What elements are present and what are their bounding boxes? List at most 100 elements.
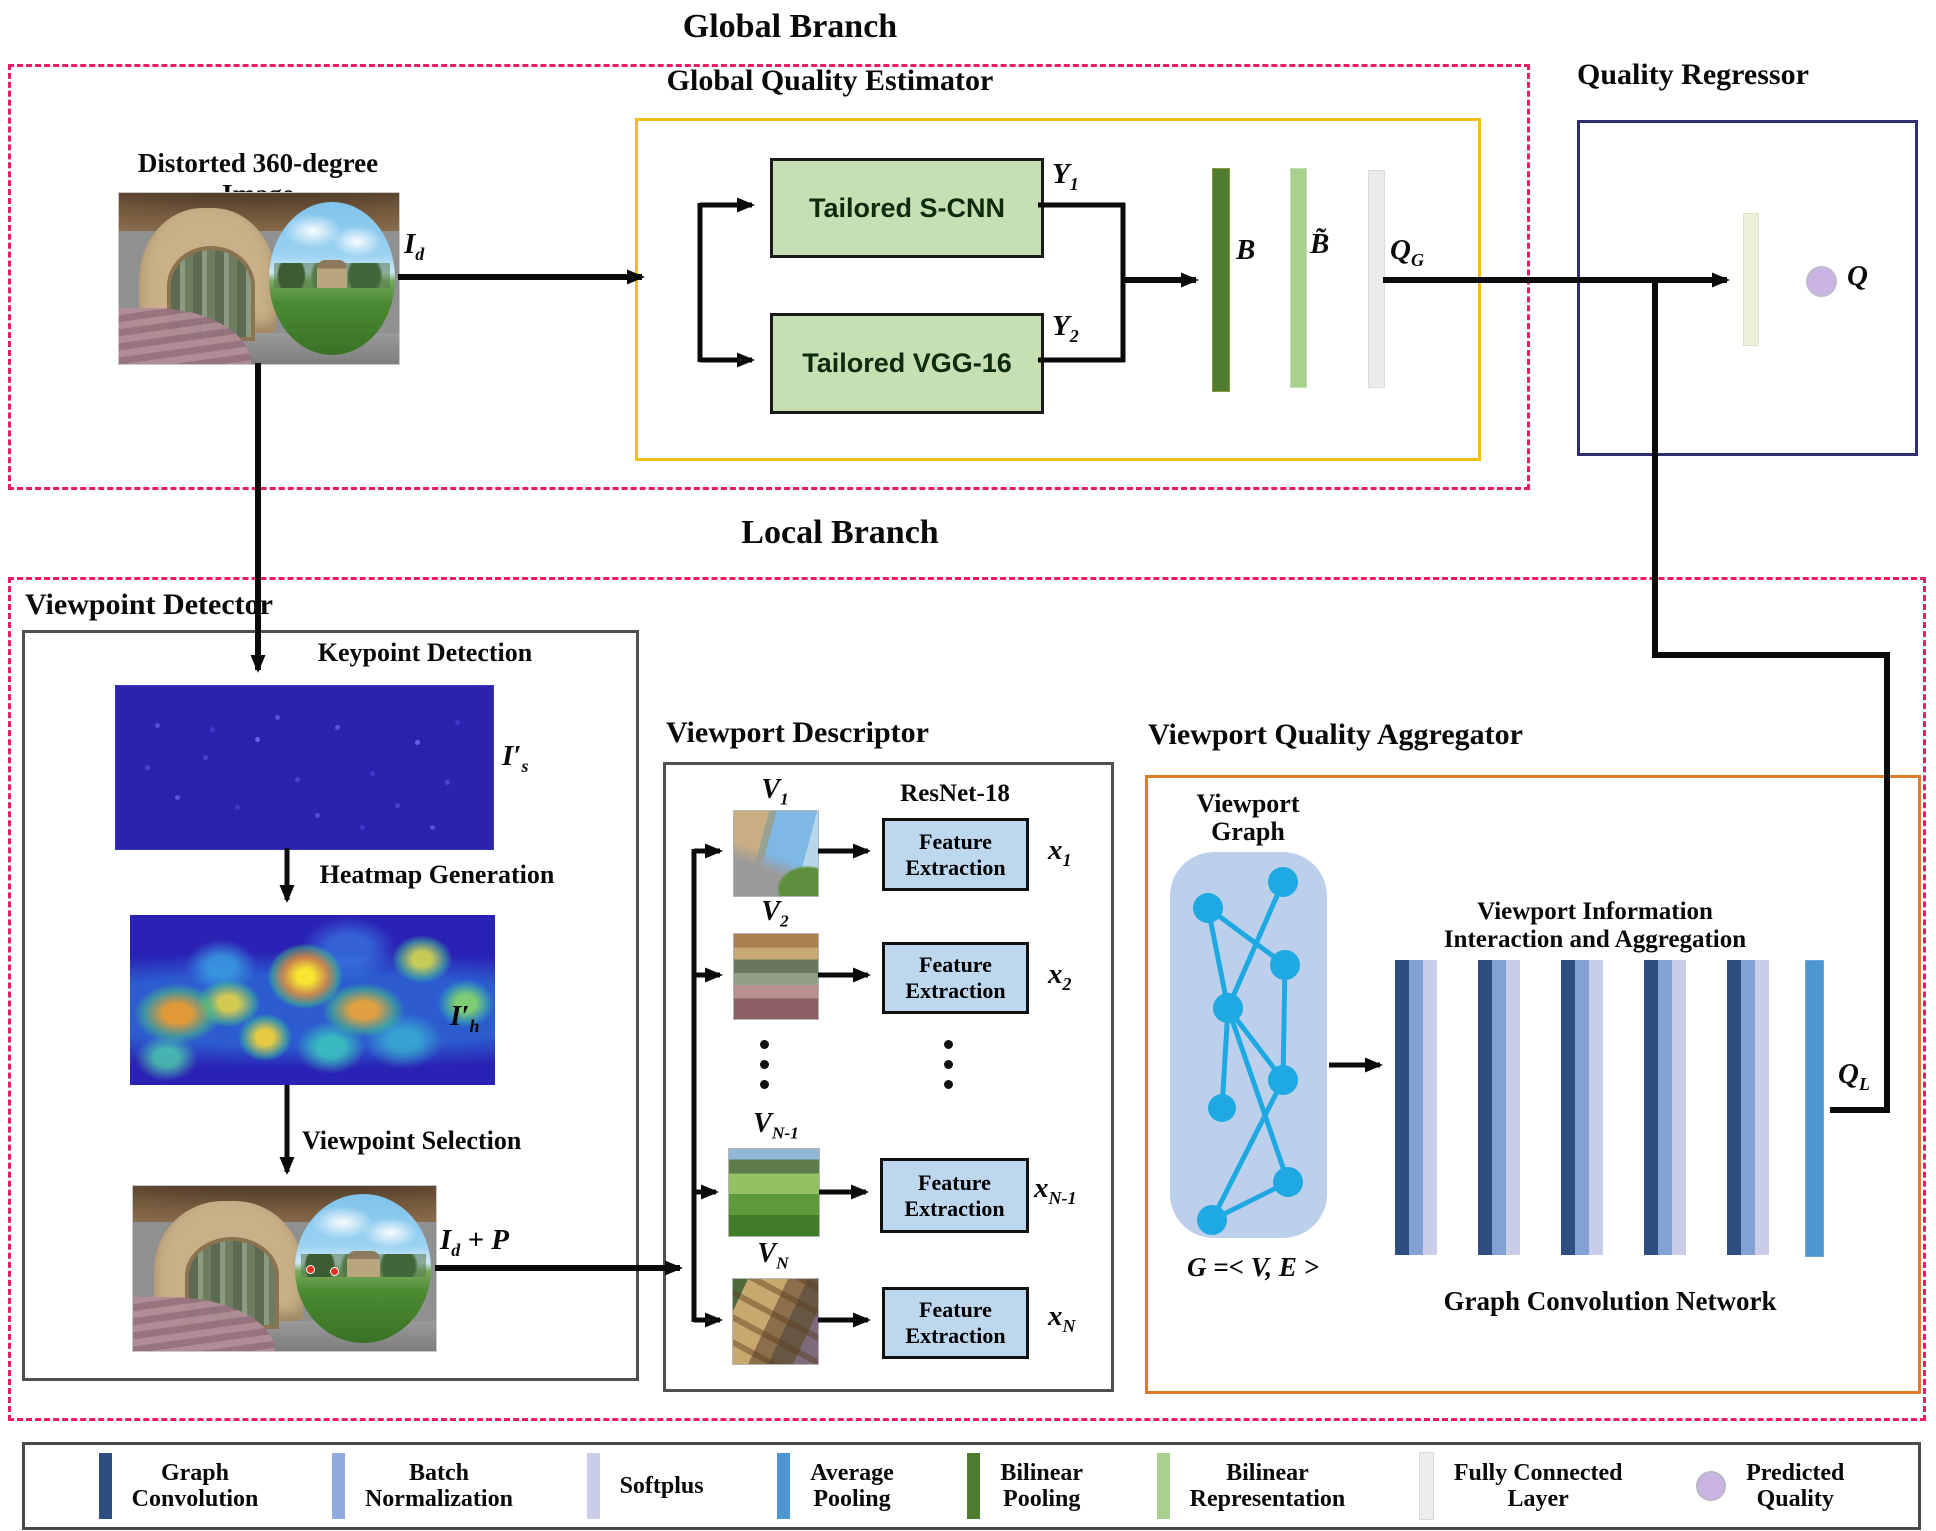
viewport-graph-panel — [1170, 852, 1327, 1238]
graph-edge — [1280, 964, 1288, 1081]
heatmap-generation-label: Heatmap Generation — [319, 860, 555, 889]
cloud — [331, 226, 383, 257]
gcn-label: Graph Convolution Network — [1443, 1286, 1777, 1316]
line-ql-to-regressor — [1652, 280, 1890, 1113]
legend-item-graph-convolution: Graph Convolution — [98, 1453, 259, 1519]
legend-item-batch-normalization: Batch Normalization — [331, 1453, 513, 1519]
idp-label: Id + P — [440, 1224, 510, 1260]
graph-convolution-swatch — [98, 1453, 112, 1519]
gcn-layer-bars-5 — [1727, 960, 1769, 1255]
viewport-graph-label: Viewport Graph — [1196, 789, 1300, 846]
graph-edge — [1225, 1007, 1291, 1183]
viewpoint-detector-box — [22, 630, 639, 1381]
graph-edge — [1226, 1006, 1285, 1082]
graph-node — [1273, 1167, 1303, 1197]
feature-extraction-box-1: Feature Extraction — [882, 818, 1029, 891]
x1-label: x1 — [1048, 834, 1072, 870]
legend: Graph Convolution Batch Normalization So… — [22, 1442, 1921, 1530]
x2-label: x2 — [1048, 958, 1072, 994]
graph-node — [1270, 950, 1300, 980]
y2-label: Y2 — [1052, 310, 1079, 346]
fully-connected-bar-regressor — [1743, 213, 1759, 346]
graph-edge — [1206, 905, 1287, 968]
feature-extraction-label: Feature Extraction — [905, 1297, 1006, 1348]
v2-label: V2 — [761, 896, 789, 931]
quality-regressor-title: Quality Regressor — [1577, 58, 1809, 91]
feature-extraction-label: Feature Extraction — [905, 828, 1006, 880]
legend-label: Average Pooling — [810, 1460, 894, 1512]
selected-viewpoints-image — [132, 1185, 437, 1352]
legend-label: Bilinear Representation — [1189, 1460, 1346, 1512]
viewport-quality-aggregator-box — [1145, 775, 1921, 1394]
gcn-layer-bars-1 — [1395, 960, 1437, 1255]
feature-extraction-box-3: Feature Extraction — [880, 1158, 1029, 1233]
legend-label: Predicted Quality — [1746, 1460, 1845, 1512]
viewpoint-detector-title: Viewpoint Detector — [25, 588, 273, 621]
v1-label: V1 — [761, 774, 789, 809]
ql-label: QL — [1838, 1058, 1870, 1094]
quality-regressor-box — [1577, 120, 1918, 456]
viewpoint-marker — [329, 1266, 339, 1276]
vn-label: VN — [757, 1238, 789, 1273]
tailored-vgg16-label: Tailored VGG-16 — [802, 348, 1012, 378]
ih-label: I′h — [450, 1000, 480, 1036]
feature-extraction-label: Feature Extraction — [905, 952, 1006, 1003]
legend-item-bilinear-representation: Bilinear Representation — [1156, 1453, 1346, 1519]
tailored-scnn-label: Tailored S-CNN — [808, 192, 1005, 223]
graph-edge — [1205, 907, 1231, 1009]
legend-label: Graph Convolution — [131, 1460, 259, 1512]
average-pooling-bar — [1805, 960, 1824, 1257]
bilinear-pooling-bar — [1212, 168, 1230, 392]
viewport-graph — [1193, 867, 1303, 1235]
is-label: I′s — [502, 740, 529, 776]
feature-extraction-box-2: Feature Extraction — [882, 942, 1029, 1014]
batch-normalization-swatch — [331, 1453, 345, 1519]
global-branch-title: Global Branch — [682, 8, 898, 45]
local-branch-title: Local Branch — [741, 514, 939, 551]
graph-edge — [1225, 880, 1286, 1010]
qg-label: QG — [1390, 234, 1424, 270]
viewport-descriptor-box — [663, 762, 1114, 1392]
graph-node — [1208, 1094, 1236, 1122]
tailored-vgg16-box: Tailored VGG-16 — [770, 313, 1044, 414]
keypoint-image — [115, 685, 494, 850]
local-branch-box — [8, 577, 1926, 1421]
heatmap-image — [130, 915, 495, 1085]
softplus-swatch — [586, 1453, 600, 1519]
graph-node — [1197, 1205, 1227, 1235]
viewport-thumbnail-1 — [733, 810, 819, 897]
legend-item-predicted-quality: Predicted Quality — [1696, 1460, 1844, 1512]
vn1-label: VN-1 — [753, 1108, 799, 1143]
graph-node — [1213, 993, 1243, 1023]
graph-edge — [1209, 1078, 1286, 1222]
viewport-descriptor-title: Viewport Descriptor — [666, 716, 929, 749]
pano-fisheye — [268, 201, 395, 356]
id-label: Id — [404, 228, 425, 264]
bilinear-pooling-swatch — [967, 1453, 981, 1519]
legend-label: Softplus — [619, 1473, 704, 1499]
legend-item-softplus: Softplus — [586, 1453, 704, 1519]
q-label: Q — [1847, 260, 1868, 292]
xn1-label: xN-1 — [1034, 1172, 1077, 1208]
fully-connected-swatch — [1418, 1452, 1434, 1520]
gcn-layer-bars-3 — [1561, 960, 1603, 1255]
graph-equation: G =< V, E > — [1187, 1252, 1319, 1282]
graph-node — [1268, 1065, 1298, 1095]
legend-label: Batch Normalization — [364, 1460, 513, 1512]
gazebo — [316, 260, 347, 288]
distorted-360-image — [118, 192, 400, 365]
cloud — [363, 1218, 418, 1248]
vertical-ellipsis — [944, 1040, 953, 1089]
viewpoint-marker — [305, 1265, 315, 1275]
feature-extraction-label: Feature Extraction — [904, 1169, 1005, 1221]
predicted-quality-circle — [1806, 266, 1837, 297]
keypoint-detection-label: Keypoint Detection — [317, 638, 533, 667]
viewport-information-label: Viewport Information Interaction and Agg… — [1443, 898, 1747, 953]
tailored-scnn-box: Tailored S-CNN — [770, 158, 1044, 258]
viewport-quality-aggregator-title: Viewport Quality Aggregator — [1148, 718, 1523, 751]
xn-label: xN — [1048, 1300, 1076, 1336]
graph-node — [1268, 867, 1298, 897]
gcn-layer-bars-2 — [1478, 960, 1520, 1255]
